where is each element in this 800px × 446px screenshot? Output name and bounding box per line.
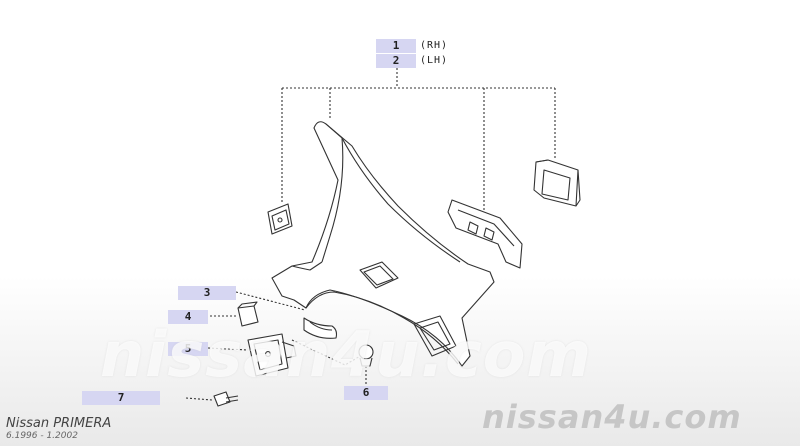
model-name: Nissan PRIMERA [6,416,112,431]
callout-5: 5 [168,342,208,356]
callout-1-qualifier: (RH) [420,40,449,51]
watermark-corner: nissan4u.com [482,398,742,436]
part-3-seal [303,317,338,339]
callout-7: 7 [82,391,160,405]
callout-2: 2 [376,54,416,68]
quarter-panel [271,121,495,367]
part-7-screw [213,391,239,407]
leader-line-5 [207,347,249,351]
trim-ring [533,159,581,207]
leader-lines [185,68,556,401]
callout-6: 6 [344,386,388,400]
part-4-pad [237,301,259,327]
model-years: 6.1996 - 1.2002 [6,431,78,441]
callout-4: 4 [168,310,208,324]
reinforcement-bracket [447,199,523,269]
part-5-lid [247,333,297,377]
part-6-clip [358,344,374,367]
callout-2-qualifier: (LH) [420,55,449,66]
watermark-center: nissan4u.com [100,318,592,391]
gusset-part [267,203,293,235]
leader-line-7 [185,397,213,401]
callout-1: 1 [376,39,416,53]
callout-3: 3 [178,286,236,300]
